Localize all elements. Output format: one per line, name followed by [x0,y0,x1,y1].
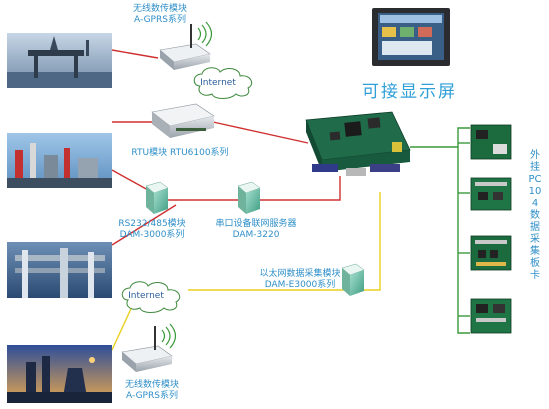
rs485-line1: RS232/485模块 [118,219,186,229]
rtu-module [151,103,215,138]
link-photo2-rs485 [111,169,149,191]
internet-label-top: Internet [200,78,236,88]
connection-lines [111,49,470,351]
pc104-card-1 [470,124,512,160]
internet-label-bottom: Internet [128,291,164,301]
gprs-top-line2: A-GPRS系列 [134,15,186,25]
link-photo1-gprs [111,49,159,59]
link-photo3-bus [111,204,177,246]
serial-line2: DAM-3220 [232,230,280,240]
display-monitor [372,8,450,66]
serial-line1: 串口设备联网服务器 [215,219,297,229]
serial-server-label: 串口设备联网服务器 DAM-3220 [215,219,296,241]
pc104-vertical-label: 外挂PC104数据采集板卡 [528,150,542,281]
photo-chemical-plant [7,242,112,298]
gprs-module-bottom [121,323,177,372]
internet-cloud-bottom [121,281,181,313]
gprs-top-label: 无线数传模块 A-GPRS系列 [133,4,187,26]
dam3000-module [145,181,169,214]
main-board [305,111,411,176]
photo-refinery [7,133,112,188]
dam3220-module [237,181,261,214]
gprs-module-top [159,21,213,70]
rs485-line2: DAM-3000系列 [119,230,185,240]
gprs-bottom-line1: 无线数传模块 [124,380,180,390]
ethernet-line2: DAM-E3000系列 [264,280,336,290]
rs485-label: RS232/485模块 DAM-3000系列 [118,219,185,241]
gprs-bottom-line2: A-GPRS系列 [126,391,178,401]
display-label: 可接显示屏 [362,82,457,102]
ethernet-line1: 以太网数据采集模块 [259,269,341,279]
pc104-card-2 [470,177,512,211]
gprs-top-line1: 无线数传模块 [132,4,188,14]
internet-cloud-top [193,67,253,99]
pc104-card-4 [470,298,512,334]
pc104-bracket [457,127,470,334]
ethernet-label: 以太网数据采集模块 DAM-E3000系列 [259,269,340,291]
rtu-label: RTU模块 RTU6100系列 [131,148,229,158]
gprs-bottom-label: 无线数传模块 A-GPRS系列 [125,380,179,402]
dame3000-module [341,263,365,296]
link-rtu-board [212,121,309,144]
pc104-card-3 [470,235,512,271]
photo-offshore-platform [7,33,112,88]
photo-power-plant [7,345,112,403]
link-serial-board [258,176,341,201]
